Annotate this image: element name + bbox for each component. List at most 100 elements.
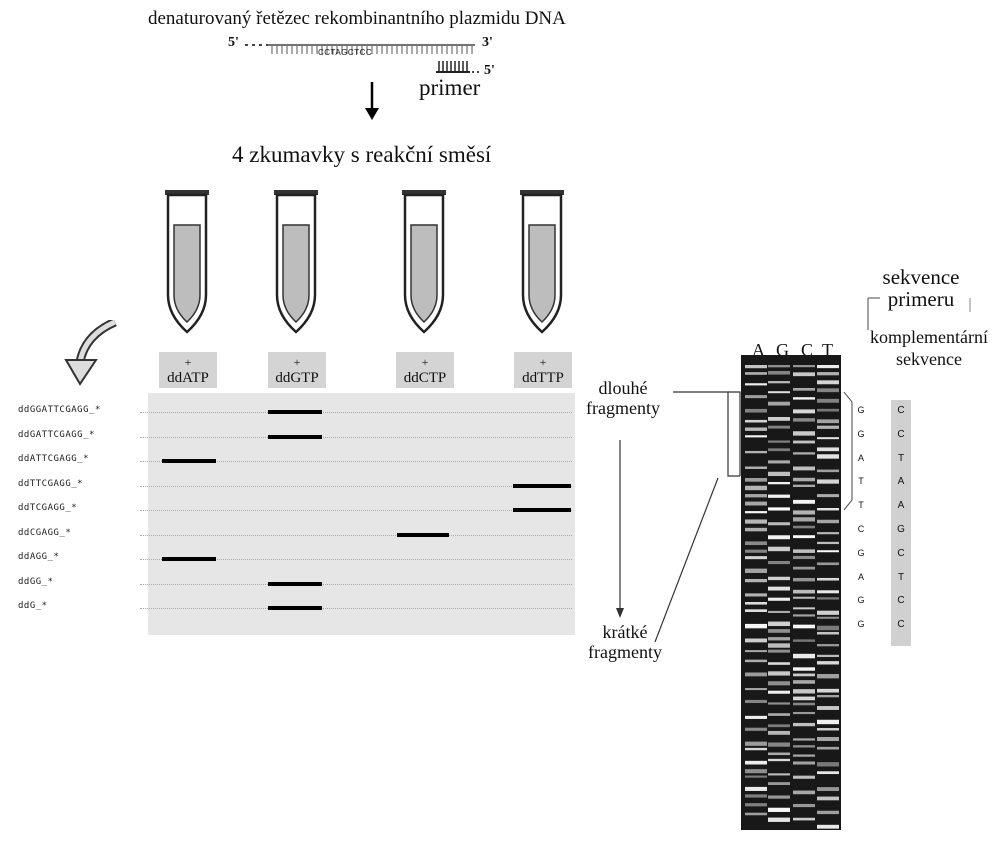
lane-label-T: T <box>822 340 833 360</box>
gel-band <box>768 401 790 406</box>
gel-band <box>745 769 767 774</box>
gel-band <box>793 738 815 741</box>
gel-band <box>745 672 767 677</box>
gel-band <box>817 796 839 801</box>
gel-band <box>768 440 790 443</box>
fragment-layer: ddGGATTCGAGG_*ddGATTCGAGG_*ddATTCGAGG_*d… <box>18 405 572 611</box>
gel-band <box>768 546 790 552</box>
complementary-title: komplementární sekvence <box>870 327 988 369</box>
gel-band <box>793 431 815 436</box>
gel-band <box>745 427 767 431</box>
gel-band <box>817 728 839 731</box>
gel-band <box>817 771 839 775</box>
gel-band <box>793 535 815 539</box>
gel-band <box>817 479 839 484</box>
gel-band <box>817 597 839 600</box>
gel-band <box>768 643 790 648</box>
gel-band <box>745 466 767 469</box>
gel-band <box>817 532 839 535</box>
gel-band <box>768 713 790 716</box>
gel-band <box>745 602 767 605</box>
gel-band <box>768 649 790 653</box>
gel-band <box>768 621 790 627</box>
gel-band <box>768 448 790 452</box>
gel-band <box>768 610 790 614</box>
fragment-label: ddGATTCGAGG_* <box>18 429 95 440</box>
primer-sequence-title: sekvence primeru <box>882 265 960 311</box>
complementary-base: T <box>897 571 905 583</box>
complementary-base: C <box>897 428 905 440</box>
gel-band <box>745 803 767 807</box>
gel-band <box>745 659 767 663</box>
gel-band <box>745 395 767 399</box>
gel-band <box>768 371 790 375</box>
gel-band <box>817 398 839 403</box>
gel-band <box>745 650 767 653</box>
gel-band <box>768 752 790 756</box>
gel-band <box>768 671 790 676</box>
gel-band <box>793 754 815 757</box>
gel-band <box>793 702 815 706</box>
gel-band <box>817 508 839 511</box>
fragment-band <box>162 459 216 463</box>
complementary-base: C <box>897 405 905 416</box>
gel-band <box>793 510 815 515</box>
strand-diagram <box>245 44 480 120</box>
gel-band <box>745 527 767 532</box>
reaction-label-ddTTP: +ddTTP <box>514 352 572 388</box>
gel-band <box>745 501 767 506</box>
gel-band <box>745 419 767 423</box>
gel-band <box>745 568 767 573</box>
gel-band <box>745 578 767 583</box>
fragment-band <box>513 483 571 488</box>
gel-band <box>745 812 767 816</box>
gel-band <box>768 817 790 822</box>
fragment-label: ddTTCGAGG_* <box>18 478 84 489</box>
gel-band <box>817 661 839 665</box>
gel-band <box>768 576 790 581</box>
gel-band <box>745 775 767 778</box>
gel-band <box>768 782 790 786</box>
tubes-title: 4 zkumavky s reakční směsí <box>232 142 492 167</box>
gel-band <box>793 722 815 727</box>
gel-band <box>745 519 767 524</box>
fragment-band <box>268 434 322 439</box>
gel-band <box>817 408 839 412</box>
gel-band <box>793 624 815 629</box>
gel-band <box>745 715 767 719</box>
sequencing-gel <box>741 355 841 830</box>
fragment-label: ddCGAGG_* <box>18 527 72 538</box>
gel-band <box>745 372 767 375</box>
gel-band <box>768 417 790 421</box>
gel-band <box>745 541 767 546</box>
gel-band <box>793 477 815 482</box>
gel-band <box>768 425 790 429</box>
short-fragments-label: krátké fragmenty <box>588 622 662 662</box>
complementary-base: C <box>897 547 905 559</box>
gel-band <box>793 639 815 642</box>
gel-band <box>793 790 815 795</box>
gel-band <box>745 609 767 612</box>
gel-band <box>817 631 839 635</box>
gel-band <box>745 478 767 482</box>
gel-band <box>768 773 790 776</box>
gel-band <box>745 727 767 731</box>
gel-band <box>768 681 790 686</box>
fragment-guide-line <box>140 559 572 560</box>
gel-band <box>768 629 790 633</box>
gel-band <box>817 737 839 741</box>
gel-band <box>817 550 839 553</box>
gel-band <box>817 688 839 693</box>
gel-band <box>745 450 767 454</box>
gel-band <box>793 440 815 444</box>
fragment-label: ddATTCGAGG_* <box>18 454 90 464</box>
complementary-base: A <box>897 476 905 488</box>
gel-band <box>817 419 839 424</box>
gel-band <box>768 662 790 665</box>
gel-band <box>817 494 839 498</box>
gel-band <box>817 644 839 647</box>
gel-band <box>817 590 839 594</box>
long-fragments-label: dlouhé fragmenty <box>586 378 660 418</box>
gel-band <box>793 484 815 488</box>
